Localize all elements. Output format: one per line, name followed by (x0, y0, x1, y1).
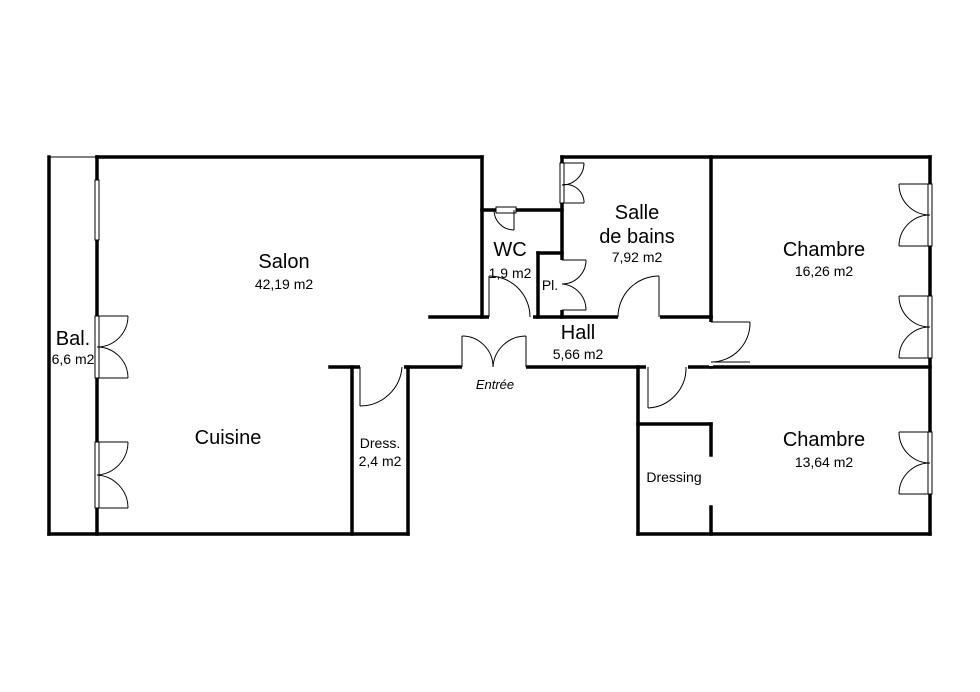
dress-small-name: Dress. (360, 435, 400, 451)
chambre2-window-door (898, 431, 931, 495)
wc-name: WC (493, 239, 526, 261)
salon-name: Salon (258, 251, 309, 273)
bath-name-line2: de bains (599, 226, 675, 248)
chambre2-area: 13,64 m2 (795, 454, 854, 470)
bath-window (559, 162, 565, 204)
chambre2-door (646, 365, 688, 409)
chambre1-window-door-upper (898, 183, 931, 247)
dressing-name: Dressing (646, 469, 701, 485)
wc-door (488, 275, 533, 319)
chambre1-door (709, 321, 751, 366)
room-labels: Salon 42,19 m2 Cuisine Bal. 6,6 m2 WC 1,… (52, 202, 866, 485)
bath-area: 7,92 m2 (612, 249, 663, 265)
balcony (47, 155, 97, 536)
hall-name: Hall (561, 322, 595, 344)
dress-small-area: 2,4 m2 (359, 453, 402, 469)
placard-door (560, 259, 587, 311)
balcony-area: 6,6 m2 (52, 351, 95, 367)
balcony-door-lower (96, 441, 129, 509)
doors (96, 162, 931, 509)
bathroom-door (617, 275, 660, 319)
salon-area: 42,19 m2 (255, 276, 314, 292)
bath-top-door (561, 162, 585, 204)
dress-small-door (359, 365, 404, 407)
salon-window (94, 179, 100, 241)
walls (47, 155, 932, 536)
wc-window-gap (495, 206, 517, 214)
balcony-name: Bal. (56, 328, 90, 350)
hall-area: 5,66 m2 (553, 346, 604, 362)
bath-name-line1: Salle (615, 202, 659, 224)
wc-top-door (493, 209, 515, 231)
wc-area: 1,9 m2 (489, 265, 532, 281)
balcony-door-upper (96, 315, 129, 379)
entrance-door (461, 335, 527, 369)
placard-name: Pl. (542, 277, 558, 293)
chambre2-name: Chambre (783, 429, 865, 451)
entrance-label: Entrée (476, 377, 514, 392)
chambre1-window-door-lower (898, 295, 931, 359)
cuisine-name: Cuisine (195, 427, 262, 449)
chambre1-name: Chambre (783, 239, 865, 261)
chambre1-area: 16,26 m2 (795, 263, 854, 279)
